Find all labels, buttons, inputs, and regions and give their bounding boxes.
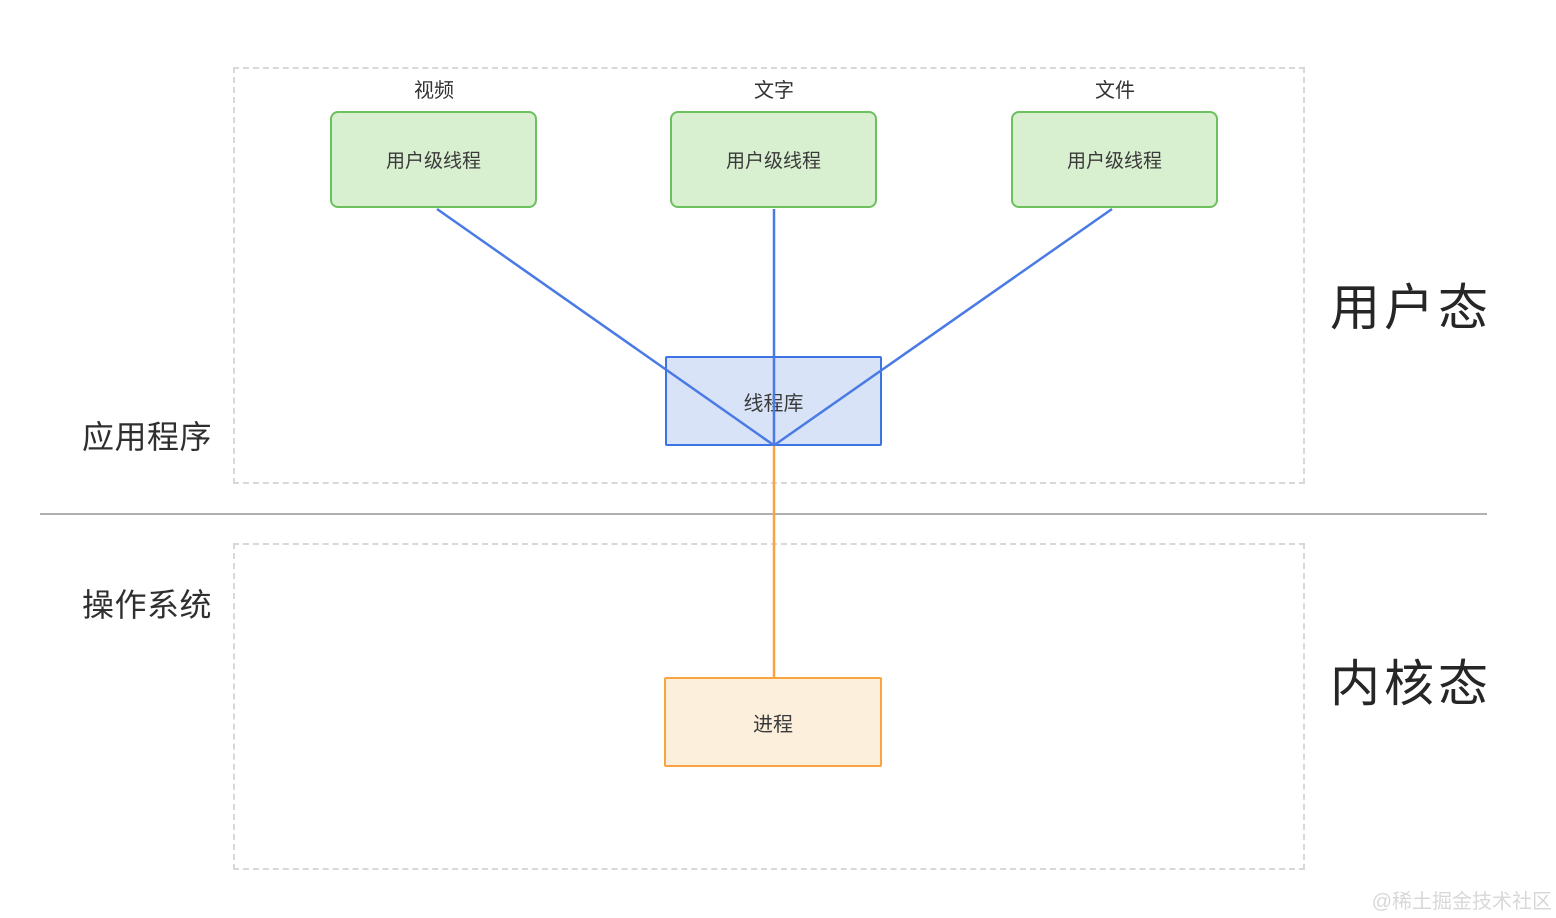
user-kernel-divider-line	[40, 513, 1487, 515]
kernel-space-region-frame	[233, 543, 1305, 870]
thread-library-box: 线程库	[665, 356, 882, 446]
process-box: 进程	[664, 677, 882, 767]
app-title-file: 文件	[1095, 80, 1135, 102]
region-label-kernel-mode: 内核态	[1330, 656, 1492, 712]
user-thread-box-file: 用户级线程	[1011, 111, 1218, 208]
user-thread-box-text: 用户级线程	[670, 111, 877, 208]
region-label-user-mode: 用户态	[1330, 280, 1492, 336]
watermark-text: @稀土掘金技术社区	[1371, 891, 1552, 913]
user-thread-box-video: 用户级线程	[330, 111, 537, 208]
side-label-operating-system: 操作系统	[82, 587, 213, 623]
side-label-application: 应用程序	[82, 419, 213, 455]
app-title-text: 文字	[754, 80, 794, 102]
app-title-video: 视频	[414, 80, 454, 102]
user-space-region-frame	[233, 67, 1305, 484]
